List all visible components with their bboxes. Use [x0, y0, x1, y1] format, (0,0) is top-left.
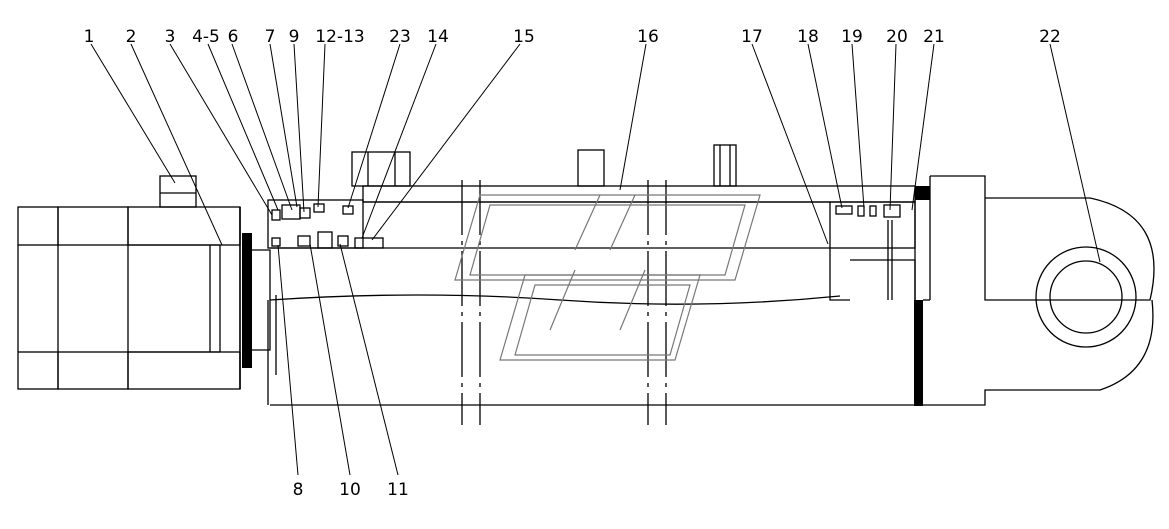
callout-16: 16: [637, 27, 659, 47]
callout-10: 10: [339, 480, 361, 500]
callout-19: 19: [841, 27, 863, 47]
callout-3: 3: [165, 27, 176, 47]
callout-12-13: 12-13: [315, 27, 364, 47]
callout-9: 9: [289, 27, 300, 47]
clevis-fork: [17, 175, 271, 390]
rear-eye: [914, 175, 1155, 406]
callout-4-5: 4-5: [192, 27, 220, 47]
callout-22: 22: [1039, 27, 1061, 47]
piston-rod: [267, 247, 915, 406]
leader-lines: [90, 43, 1101, 476]
piston: [829, 201, 923, 406]
callouts-bottom: 8 10 11: [293, 480, 409, 500]
callout-8: 8: [293, 480, 304, 500]
callout-21: 21: [923, 27, 945, 47]
callout-18: 18: [797, 27, 819, 47]
callout-20: 20: [886, 27, 908, 47]
callout-2: 2: [126, 27, 137, 47]
callout-7: 7: [265, 27, 276, 47]
callouts-top: 1 2 3 4-5 6 7 9 12-13 23 14 15 16 17 18 …: [84, 27, 1061, 47]
gland-head: [267, 199, 384, 249]
callout-6: 6: [228, 27, 239, 47]
callout-23: 23: [389, 27, 411, 47]
callout-14: 14: [427, 27, 449, 47]
callout-15: 15: [513, 27, 535, 47]
callout-11: 11: [387, 480, 409, 500]
callout-1: 1: [84, 27, 95, 47]
callout-17: 17: [741, 27, 763, 47]
watermark-logo: [454, 194, 761, 361]
break-lines: [461, 180, 667, 425]
